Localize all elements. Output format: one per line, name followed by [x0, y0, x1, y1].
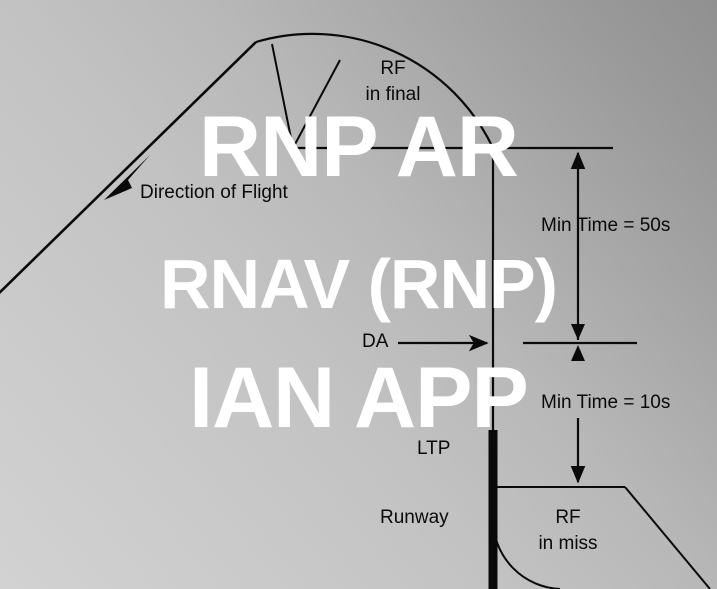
decision-altitude-label: DA: [362, 331, 389, 352]
rf-turn-arc-final: [255, 32, 495, 430]
direction-of-flight-label: Direction of Flight: [140, 182, 288, 203]
rf-in-final-label-line1: RF: [380, 58, 406, 79]
min-time-50s-label: Min Time = 50s: [541, 215, 671, 236]
runway-label: Runway: [380, 507, 449, 528]
rf-radius-lines-final: [271, 43, 493, 150]
rf-in-miss-label-line1: RF: [555, 507, 581, 528]
min-time-50s-dimension: [493, 146, 613, 340]
rf-turn-sector-miss: [490, 486, 711, 589]
inbound-track-leg: [0, 41, 257, 294]
min-time-10s-label: Min Time = 10s: [541, 392, 671, 413]
decision-altitude-dimension: [398, 324, 637, 361]
landing-threshold-point-label: LTP: [417, 438, 451, 459]
rf-in-miss-label-line2: in miss: [538, 533, 598, 554]
rf-in-final-label-line2: in final: [365, 84, 421, 105]
